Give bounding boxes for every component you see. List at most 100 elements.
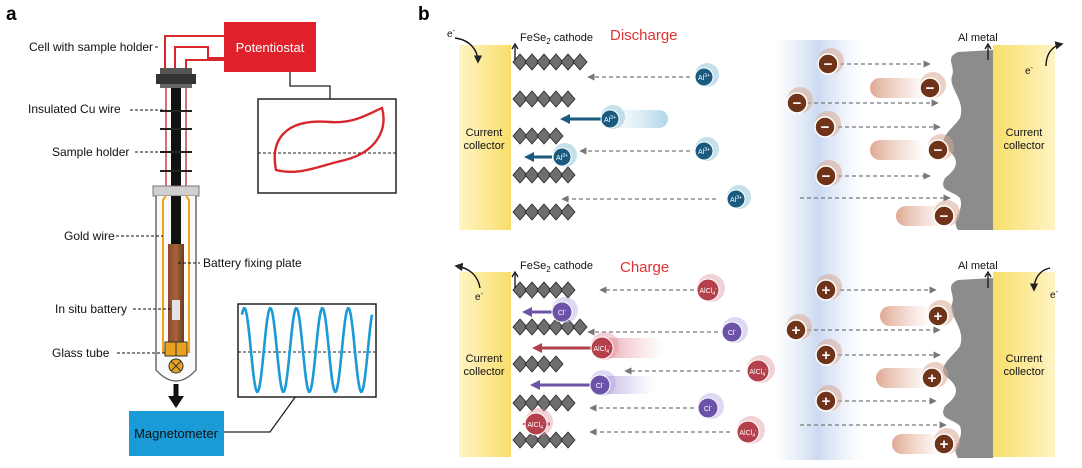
fese2-diamond <box>560 394 576 412</box>
cation <box>815 390 837 412</box>
fese2-diamond <box>548 166 564 184</box>
fese2-diamond <box>536 53 552 71</box>
alcl4-ion <box>746 359 770 383</box>
label-leaders <box>116 46 200 354</box>
anion <box>927 139 949 161</box>
anion-sign: − <box>940 208 949 225</box>
cv-curve <box>273 106 385 174</box>
al3-ion <box>694 67 714 87</box>
cation <box>927 305 949 327</box>
fese2-diamond <box>560 281 576 299</box>
fese2-diamond <box>536 203 552 221</box>
collector-label-2a: Current <box>466 353 503 365</box>
battery-fixing-plate <box>168 244 184 342</box>
sample-holder-rod <box>171 88 181 233</box>
label-cell: Cell with sample holder <box>29 40 153 54</box>
anion <box>814 116 836 138</box>
alcl4-ion-label: AlCl4- <box>593 344 611 355</box>
discharge-cathode-label: FeSe2 cathode <box>520 32 593 46</box>
collector-label-1a: Current <box>466 127 503 139</box>
fese2-diamond <box>548 127 564 145</box>
magnetometer-connector <box>224 395 297 433</box>
fese2-diamond <box>536 318 552 336</box>
fese2-diamond <box>560 90 576 108</box>
potentiostat-box <box>224 22 316 72</box>
charge-anode-collector <box>993 272 1055 457</box>
potentiostat-label: Potentiostat <box>236 40 305 55</box>
ions-layer: Al3+Al3+Al3+Al3+Al3+−−−−−−−AlCl4-AlCl4-A… <box>524 48 960 455</box>
cl-ion-label: Cl- <box>728 328 737 337</box>
sine-curve <box>240 306 374 394</box>
cation <box>921 367 943 389</box>
collector-label-3a: Current <box>1006 127 1043 139</box>
magnetometer-box <box>129 411 224 456</box>
electrolyte-band <box>773 40 863 460</box>
cation <box>933 433 955 455</box>
label-sample-holder: Sample holder <box>52 145 129 159</box>
fese2-diamond <box>560 53 576 71</box>
label-fixing-plate: Battery fixing plate <box>203 256 302 270</box>
ion-trails <box>600 78 948 454</box>
al3-ion-label: Al3+ <box>698 73 710 82</box>
electron-label-3: e- <box>1025 65 1034 77</box>
cation-sign: + <box>792 322 801 339</box>
al3-ion <box>600 109 620 129</box>
anion <box>919 77 941 99</box>
electron-label-2: e- <box>475 291 484 303</box>
cation-sign: + <box>822 347 831 364</box>
fese2-diamond <box>536 394 552 412</box>
cation <box>815 344 837 366</box>
discharge-anode-collector <box>993 45 1055 230</box>
panel-a: a Potentiostat <box>6 4 397 456</box>
fese2-diamond <box>512 394 528 412</box>
battery-clip <box>164 341 188 374</box>
cell-cap <box>156 68 196 88</box>
collector-label-1b: collector <box>464 140 505 152</box>
discharge-cathode-collector <box>459 45 511 230</box>
fese2-diamond <box>524 203 540 221</box>
fese2-diamond <box>572 53 588 71</box>
fese2-diamond <box>560 166 576 184</box>
charge-cathode-collector <box>459 272 511 457</box>
anion <box>933 205 955 227</box>
cation-sign: + <box>928 370 937 387</box>
fese2-diamond <box>536 431 552 449</box>
cation <box>815 279 837 301</box>
cl-ion <box>697 397 719 419</box>
al3-ion <box>552 147 572 167</box>
al3-ion <box>694 141 714 161</box>
alcl4-ion-label: AlCl4- <box>527 420 545 431</box>
al3-ion-label: Al3+ <box>698 147 710 156</box>
cl-ion <box>551 301 573 323</box>
cl-ion <box>589 374 611 396</box>
fese2-diamond <box>548 431 564 449</box>
cl-ion-label: Cl- <box>596 381 605 390</box>
cation-sign: + <box>822 393 831 410</box>
fese2-diamond <box>512 203 528 221</box>
alcl4-ion-label: AlCl4- <box>749 367 767 378</box>
panel-a-label: a <box>6 4 17 25</box>
charge-anode-label: Al metal <box>958 260 998 272</box>
collector-label-3b: collector <box>1004 140 1045 152</box>
anion-sign: − <box>821 119 830 136</box>
fese2-diamond <box>524 127 540 145</box>
discharge-title: Discharge <box>610 27 678 44</box>
charge-title: Charge <box>620 259 669 276</box>
electron-label-1: e- <box>447 28 456 40</box>
potentiostat-wires <box>164 35 224 70</box>
anion-sign: − <box>822 168 831 185</box>
anion <box>786 92 808 114</box>
magnetometer-label: Magnetometer <box>134 426 218 441</box>
cation <box>785 319 807 341</box>
fese2-diamond <box>536 355 552 373</box>
fese2-diamond <box>560 203 576 221</box>
anion-sign: − <box>793 95 802 112</box>
al-metal-discharge <box>943 50 993 230</box>
charge-cathode-label: FeSe2 cathode <box>520 260 593 274</box>
label-glass-tube: Glass tube <box>52 346 110 360</box>
alcl4-ion-label: AlCl4- <box>699 286 717 297</box>
fese2-diamond <box>512 318 528 336</box>
anion-sign: − <box>926 80 935 97</box>
fese2-diamond <box>524 53 540 71</box>
